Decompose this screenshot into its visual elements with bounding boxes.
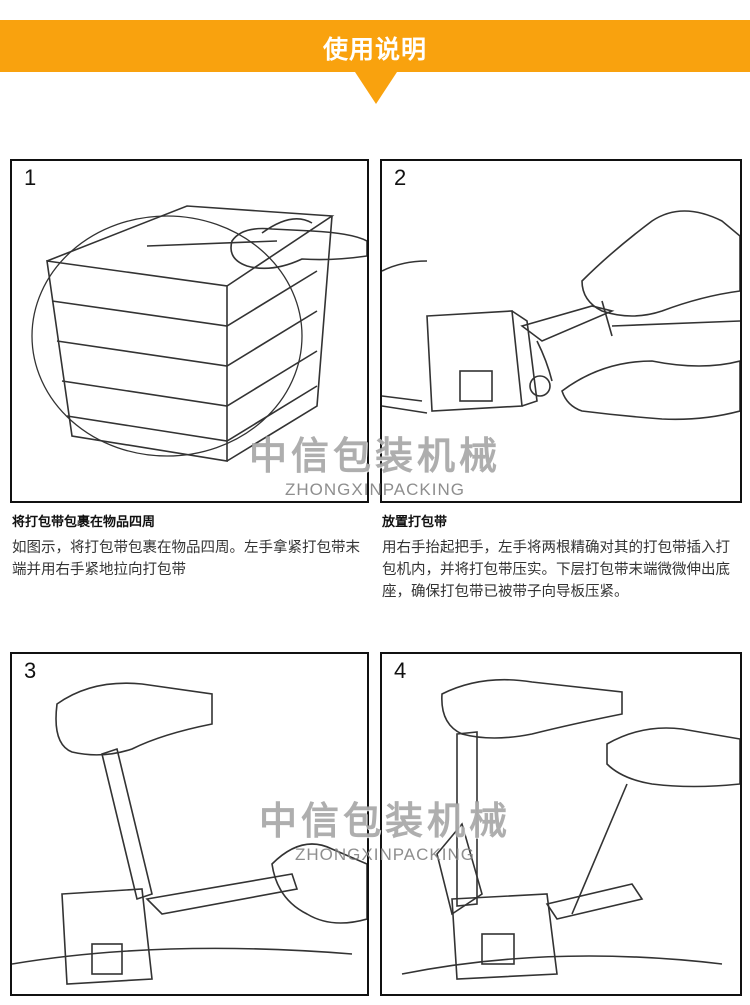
watermark-cn: 中信包装机械 bbox=[155, 425, 595, 480]
step-1-title: 将打包带包裹在物品四周 bbox=[12, 511, 155, 530]
page-title: 使用说明 bbox=[0, 30, 750, 66]
watermark-en: ZHONGXINPACKING bbox=[155, 480, 595, 500]
step-2-body: 用右手抬起把手，左手将两根精确对其的打包带插入打包机内，并将打包带压实。下层打包… bbox=[382, 537, 737, 603]
watermark-cn: 中信包装机械 bbox=[165, 790, 605, 845]
watermark-2: 中信包装机械 ZHONGXINPACKING bbox=[165, 790, 605, 865]
step-1-body: 如图示，将打包带包裹在物品四周。左手拿紧打包带末端并用右手紧地拉向打包带 bbox=[12, 537, 367, 581]
banner-arrow bbox=[355, 72, 397, 104]
watermark-1: 中信包装机械 ZHONGXINPACKING bbox=[155, 425, 595, 500]
header-banner: 使用说明 bbox=[0, 20, 750, 72]
step-2-title: 放置打包带 bbox=[382, 511, 447, 530]
watermark-en: ZHONGXINPACKING bbox=[165, 845, 605, 865]
